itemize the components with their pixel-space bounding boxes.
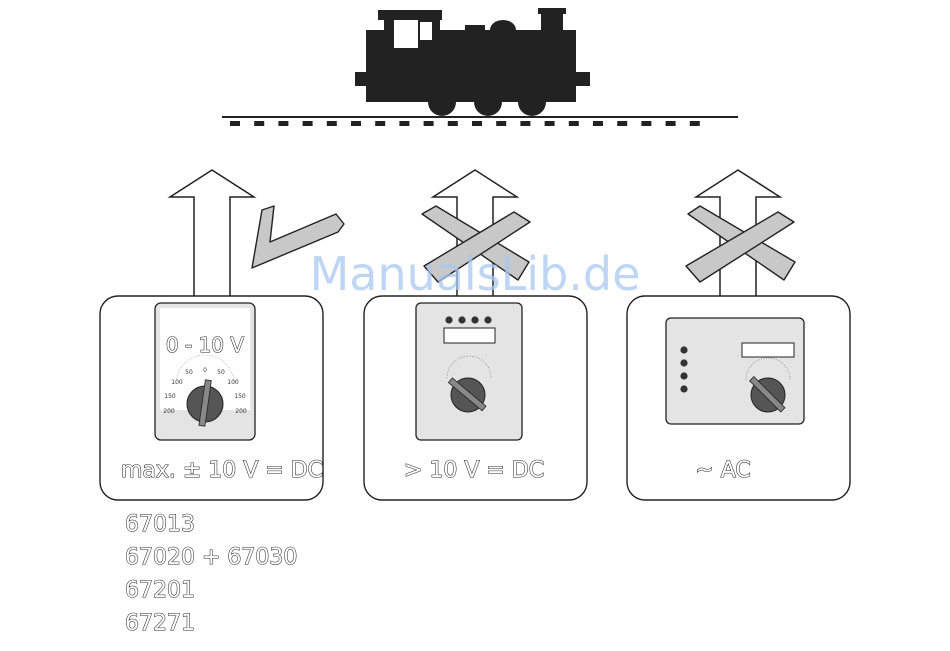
track-sleeper (327, 121, 337, 126)
dial-tick-label: 100 (171, 379, 183, 386)
track-sleeper (375, 121, 385, 126)
model-number-list: 67013 67020 + 67030 67201 67271 (125, 512, 297, 636)
track-sleeper (617, 121, 627, 126)
track-sleeper (230, 121, 240, 126)
controller-ac (666, 318, 804, 424)
model-number: 67013 (125, 512, 195, 537)
watermark: ManualsLib.de (310, 247, 641, 301)
dial-tick-label: 150 (164, 393, 176, 400)
model-number: 67271 (125, 611, 195, 636)
arrow-up-allowed (170, 170, 254, 297)
caption-dc-high-controller: > 10 V = DC (404, 458, 544, 483)
track (222, 117, 738, 126)
track-sleeper (303, 121, 313, 126)
model-number: 67201 (125, 578, 195, 603)
track-sleeper (472, 121, 482, 126)
track-sleeper (641, 121, 651, 126)
track-sleeper (569, 121, 579, 126)
track-sleeper (520, 121, 530, 126)
track-sleeper (278, 121, 288, 126)
dial-tick-label: 50 (217, 369, 225, 376)
caption-ac-controller: ~ AC (695, 458, 750, 483)
track-sleeper (399, 121, 409, 126)
controller-dc: 0 - 10 V 0 50 50 100 100 150 150 200 200 (155, 303, 255, 440)
track-sleeper (593, 121, 603, 126)
track-sleeper (545, 121, 555, 126)
track-sleeper (666, 121, 676, 126)
dial-tick-label: 200 (235, 408, 247, 415)
track-sleeper (254, 121, 264, 126)
controller-voltage-display: 0 - 10 V (166, 333, 244, 357)
track-sleeper (690, 121, 700, 126)
dial-tick-label: 0 (203, 367, 207, 374)
track-sleeper (496, 121, 506, 126)
controller-dc-high (416, 303, 522, 440)
dial-tick-label: 150 (234, 393, 246, 400)
track-sleeper (424, 121, 434, 126)
dial-tick-label: 200 (163, 408, 175, 415)
dial-tick-label: 50 (185, 369, 193, 376)
caption-dc-controller: max. ± 10 V = DC (121, 458, 323, 483)
locomotive-icon (355, 8, 590, 116)
dial-tick-label: 100 (227, 379, 239, 386)
track-sleeper (448, 121, 458, 126)
track-sleeper (351, 121, 361, 126)
model-number: 67020 + 67030 (125, 545, 297, 570)
